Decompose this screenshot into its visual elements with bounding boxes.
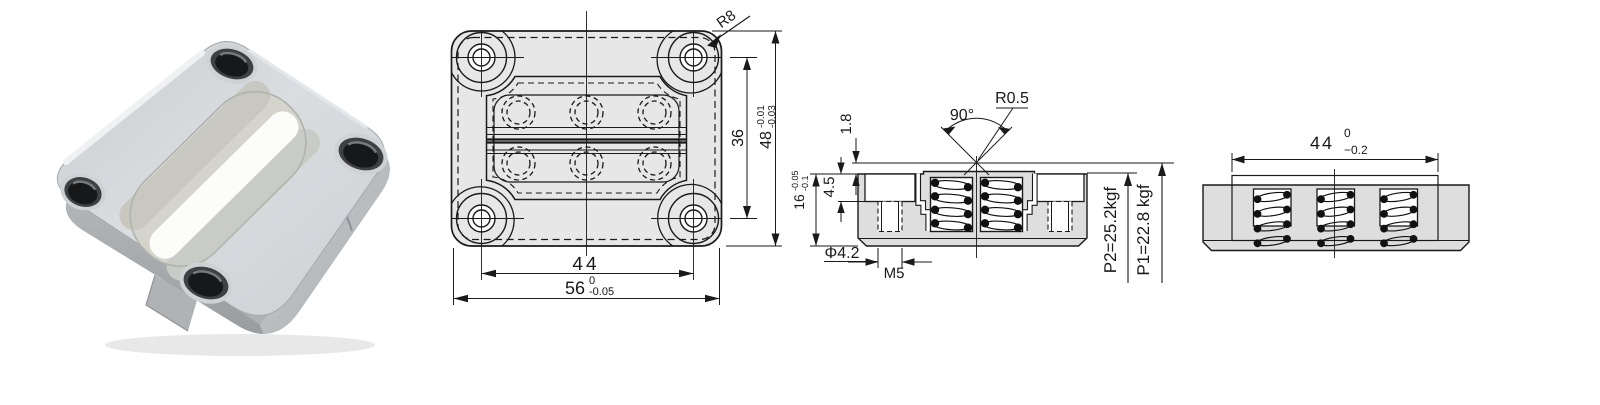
svg-text:36: 36 xyxy=(730,129,747,147)
svg-text:-0.05: -0.05 xyxy=(589,286,614,298)
svg-text:90°: 90° xyxy=(950,107,974,124)
svg-text:0: 0 xyxy=(589,275,595,287)
svg-text:44: 44 xyxy=(1310,133,1334,153)
svg-text:-0.01: -0.01 xyxy=(756,105,767,128)
svg-text:−0.2: −0.2 xyxy=(1344,143,1368,157)
svg-text:R8: R8 xyxy=(714,7,739,32)
svg-text:-0.05: -0.05 xyxy=(790,170,800,191)
svg-text:R0.5: R0.5 xyxy=(995,90,1029,107)
svg-text:M5: M5 xyxy=(884,265,905,282)
svg-text:-0.1: -0.1 xyxy=(800,175,810,191)
svg-text:P2=25.2kgf: P2=25.2kgf xyxy=(1101,186,1120,273)
svg-text:44: 44 xyxy=(572,254,599,275)
svg-text:1.8: 1.8 xyxy=(838,114,855,135)
svg-text:4.5: 4.5 xyxy=(821,177,838,198)
svg-text:56: 56 xyxy=(565,278,585,298)
svg-text:P1=22.8 kgf: P1=22.8 kgf xyxy=(1134,184,1153,275)
svg-text:0: 0 xyxy=(1344,126,1351,140)
svg-text:-0.03: -0.03 xyxy=(767,105,778,128)
svg-text:Φ4.2: Φ4.2 xyxy=(824,245,859,262)
svg-text:48: 48 xyxy=(758,131,775,149)
svg-text:16: 16 xyxy=(791,194,807,210)
